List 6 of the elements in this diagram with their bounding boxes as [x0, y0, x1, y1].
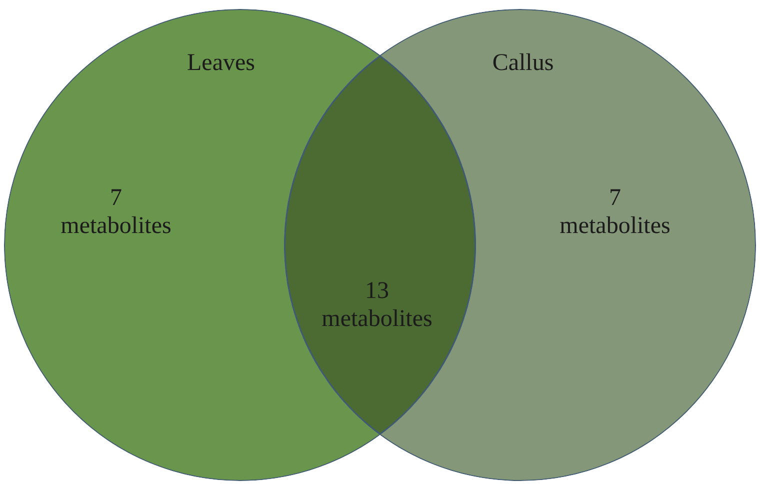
count-label: 13 metabolites — [320, 277, 434, 333]
count-label: 7 metabolites — [558, 184, 672, 240]
set-label: Leaves — [186, 49, 256, 77]
set-label: Callus — [491, 49, 555, 77]
count-label: 7 metabolites — [60, 184, 172, 240]
overlap-region — [284, 55, 476, 435]
